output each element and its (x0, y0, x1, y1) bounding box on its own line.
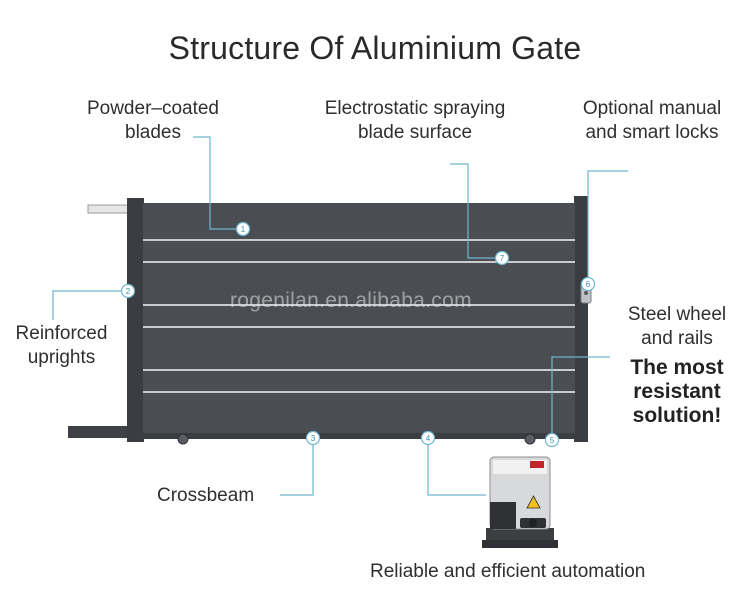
left-upright (127, 198, 144, 442)
gate-motor (482, 456, 558, 548)
marker-2: 2 (126, 287, 131, 296)
label-automation: Reliable and efficient automation (370, 561, 646, 582)
gate-panel (143, 203, 575, 439)
label-electrostatic: Electrostatic spraying blade surface (324, 98, 506, 143)
marker-circles (120, 221, 596, 448)
label-reinforced: Reinforced uprights (15, 323, 108, 368)
diagram-title: Structure Of Aluminium Gate (168, 30, 582, 66)
marker-1: 1 (241, 225, 246, 234)
blade-lines (143, 239, 575, 393)
marker-5: 5 (550, 436, 555, 445)
label-locks: Optional manual and smart locks (582, 98, 722, 143)
marker-6: 6 (586, 280, 591, 289)
marker-4: 4 (426, 434, 431, 443)
marker-7: 7 (500, 254, 505, 263)
leader-lines (52, 136, 628, 496)
wheels (177, 433, 536, 445)
label-steel-wheel: Steel wheel and rails (627, 304, 727, 349)
marker-3: 3 (311, 434, 316, 443)
bottom-rail (143, 433, 575, 439)
label-powder-coated: Powder–coated blades (86, 98, 220, 143)
lock-keyhole (584, 291, 588, 295)
gate-handle-bar (87, 204, 133, 214)
right-upright (574, 196, 588, 442)
label-resistant: The most resistant solution! (630, 356, 724, 427)
bottom-track-extension (68, 426, 132, 438)
label-crossbeam: Crossbeam (157, 485, 255, 506)
watermark: rogenilan.en.alibaba.com (230, 289, 472, 312)
